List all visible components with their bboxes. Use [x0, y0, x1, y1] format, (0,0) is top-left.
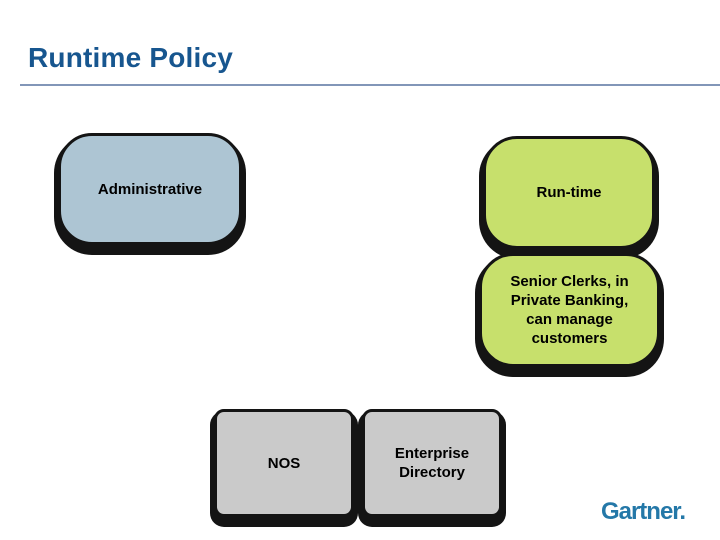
gartner-logo: Gartner. [600, 498, 686, 525]
node-enterprise-directory-label: Enterprise Directory [394, 445, 470, 481]
node-nos: NOS [214, 409, 354, 517]
node-administrative: Administrative [58, 133, 242, 245]
node-nos-label: NOS [267, 454, 301, 472]
page-title: Runtime Policy [28, 42, 234, 73]
node-senior-clerks-policy-label: Senior Clerks, in Private Banking, can m… [510, 273, 629, 347]
node-administrative-label: Administrative [97, 180, 203, 198]
title-divider [20, 84, 720, 86]
node-senior-clerks-policy: Senior Clerks, in Private Banking, can m… [479, 253, 660, 367]
node-runtime-label: Run-time [536, 184, 602, 201]
node-enterprise-directory: Enterprise Directory [362, 409, 502, 517]
node-runtime: Run-time [483, 136, 655, 249]
